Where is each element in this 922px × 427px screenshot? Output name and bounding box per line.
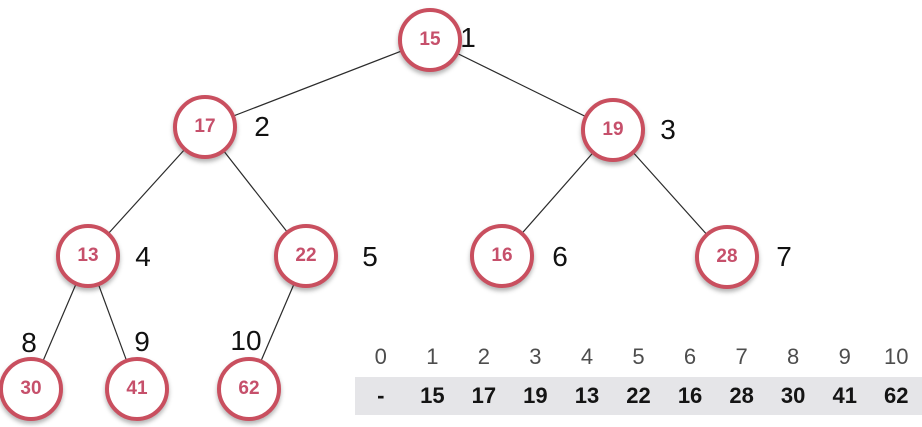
array-index-3: 3 (529, 344, 542, 369)
node-index-label-6: 6 (552, 241, 568, 272)
array-index-6: 6 (683, 344, 697, 369)
array-index-1: 1 (426, 344, 439, 369)
array-index-row: 0 1 2 3 4 5 6 7 8 9 10 (355, 341, 922, 373)
tree-node-4: 13 (56, 224, 120, 288)
node-index-label-4: 4 (135, 241, 151, 272)
array-value-7: 28 (729, 383, 754, 408)
heap-array: 0 1 2 3 4 5 6 7 8 9 10 - 15 17 19 13 22 … (355, 341, 922, 415)
tree-node-6: 16 (470, 224, 534, 288)
array-value-10: 62 (884, 383, 909, 408)
tree-node-9: 41 (105, 357, 169, 421)
array-value-row: - 15 17 19 13 22 16 28 30 41 62 (355, 377, 922, 415)
node-index-label-10: 10 (230, 325, 262, 356)
array-value-5: 22 (626, 383, 651, 408)
node-index-label-2: 2 (254, 111, 270, 142)
array-value-0: - (377, 383, 385, 408)
array-index-2: 2 (477, 344, 490, 369)
tree-edge-1-3 (429, 39, 614, 131)
array-index-5: 5 (632, 344, 645, 369)
array-index-10: 10 (884, 344, 909, 369)
tree-node-2: 17 (173, 95, 237, 159)
node-index-label-5: 5 (362, 241, 378, 272)
tree-node-10: 62 (217, 357, 281, 421)
array-index-4: 4 (580, 344, 594, 369)
array-index-8: 8 (787, 344, 800, 369)
tree-node-3: 19 (581, 98, 645, 162)
node-index-label-8: 8 (21, 327, 37, 358)
tree-node-5: 22 (274, 224, 338, 288)
tree-node-8: 30 (0, 357, 63, 421)
tree-edge-1-2 (204, 39, 431, 128)
node-index-label-9: 9 (134, 326, 150, 357)
array-index-7: 7 (735, 344, 748, 369)
array-value-2: 17 (471, 383, 497, 408)
array-index-9: 9 (838, 344, 851, 369)
array-value-8: 30 (780, 383, 806, 408)
tree-node-1: 15 (398, 8, 462, 72)
node-index-label-3: 3 (660, 114, 676, 145)
node-index-label-7: 7 (776, 241, 792, 272)
array-value-9: 41 (832, 383, 857, 408)
array-value-1: 15 (420, 383, 445, 408)
array-index-0: 0 (374, 344, 387, 369)
node-index-label-1: 1 (460, 22, 476, 53)
array-value-6: 16 (677, 383, 703, 408)
array-value-4: 13 (574, 383, 600, 408)
array-value-3: 19 (523, 383, 548, 408)
tree-node-7: 28 (695, 225, 759, 289)
